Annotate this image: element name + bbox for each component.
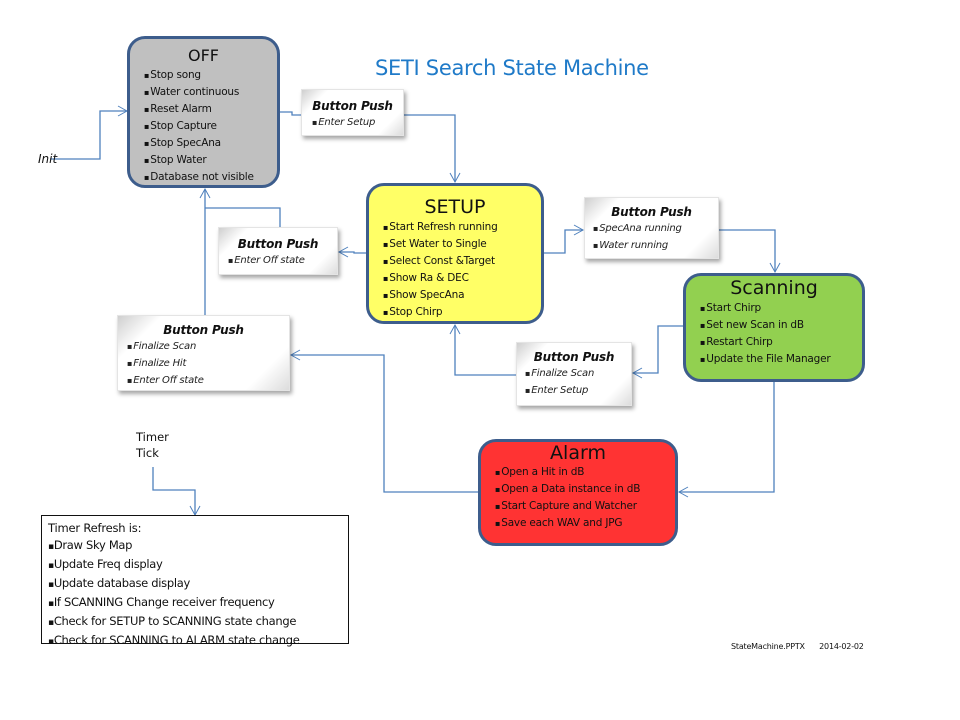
transition-item: Finalize Hit [127, 355, 289, 372]
connector-timer-tick [152, 467, 201, 517]
footer-date: 2014-02-02 [819, 642, 864, 651]
state-alarm-actions: Open a Hit in dB Open a Data instance in… [481, 464, 675, 532]
transition-item: SpecAna running [593, 220, 718, 237]
connector-alarm-to-finalize-hit [289, 349, 478, 493]
transition-items: SpecAna running Water running [585, 220, 718, 254]
transition-item: Finalize Scan [525, 365, 631, 382]
connector-enter-off-to-off [205, 207, 281, 227]
state-action: Stop Water [144, 152, 277, 169]
state-action: Start Chirp [700, 300, 862, 317]
state-action: Restart Chirp [700, 334, 862, 351]
timer-item: Update Freq display [48, 556, 348, 575]
state-action: Start Capture and Watcher [495, 498, 675, 515]
transition-scanning-to-setup[interactable]: Button Push Finalize Scan Enter Setup [516, 342, 632, 406]
state-action: Stop Chirp [383, 304, 541, 321]
transition-item: Enter Off state [127, 372, 289, 389]
connector-finalize-to-setup [449, 323, 516, 376]
state-action: Start Refresh running [383, 219, 541, 236]
state-action: Reset Alarm [144, 101, 277, 118]
transition-items: Finalize Scan Finalize Hit Enter Off sta… [118, 338, 289, 389]
state-action: Stop song [144, 67, 277, 84]
timer-item: If SCANNING Change receiver frequency [48, 594, 348, 613]
state-alarm-title: Alarm [550, 442, 606, 464]
transition-item: Enter Setup [312, 114, 403, 131]
state-scanning-title: Scanning [730, 277, 818, 299]
state-scanning[interactable]: Scanning Start Chirp Set new Scan in dB … [683, 273, 865, 382]
state-action: Open a Hit in dB [495, 464, 675, 481]
state-action: Update the File Manager [700, 351, 862, 368]
state-setup[interactable]: SETUP Start Refresh running Set Water to… [366, 183, 544, 324]
connector-specana-to-scanning [719, 229, 781, 274]
timer-items: Draw Sky Map Update Freq display Update … [48, 537, 348, 651]
state-setup-title: SETUP [424, 196, 486, 218]
transition-alarm-to-off[interactable]: Button Push Finalize Scan Finalize Hit E… [117, 315, 290, 391]
state-off-title: OFF [188, 46, 219, 65]
timer-refresh-box: Timer Refresh is: Draw Sky Map Update Fr… [41, 515, 349, 647]
transition-title: Button Push [237, 237, 319, 251]
timer-label-line2: Tick [136, 446, 159, 460]
transition-title: Button Push [611, 205, 692, 219]
state-action: Stop SpecAna [144, 135, 277, 152]
state-action: Database not visible [144, 169, 277, 186]
transition-setup-to-scanning[interactable]: Button Push SpecAna running Water runnin… [584, 197, 719, 259]
state-off-actions: Stop song Water continuous Reset Alarm S… [130, 67, 277, 186]
transition-item: Enter Setup [525, 382, 631, 399]
connector-scanning-to-alarm [677, 382, 775, 498]
timer-box-title: Timer Refresh is: [48, 521, 142, 535]
init-label: Init [38, 152, 58, 166]
transition-setup-to-off[interactable]: Button Push Enter Off state [218, 227, 338, 275]
connector-init-to-off [50, 105, 129, 160]
connector-setup-to-enter-off [337, 246, 366, 258]
state-setup-actions: Start Refresh running Set Water to Singl… [369, 219, 541, 321]
transition-item: Finalize Scan [127, 338, 289, 355]
state-alarm[interactable]: Alarm Open a Hit in dB Open a Data insta… [478, 439, 678, 546]
state-action: Save each WAV and JPG [495, 515, 675, 532]
state-action: Set new Scan in dB [700, 317, 862, 334]
timer-item: Check for SCANNING to ALARM state change [48, 632, 348, 651]
transition-title: Button Push [533, 350, 615, 364]
state-action: Water continuous [144, 84, 277, 101]
timer-tick-label: Timer Tick [136, 429, 169, 461]
transition-title: Button Push [163, 323, 244, 337]
transition-item: Water running [593, 237, 718, 254]
state-action: Set Water to Single [383, 236, 541, 253]
timer-item: Check for SETUP to SCANNING state change [48, 613, 348, 632]
timer-label-line1: Timer [136, 430, 169, 444]
state-action: Open a Data instance in dB [495, 481, 675, 498]
state-scanning-actions: Start Chirp Set new Scan in dB Restart C… [686, 300, 862, 368]
connector-off-to-enter-setup [280, 111, 301, 116]
transition-items: Enter Off state [219, 252, 337, 269]
footer-filename: StateMachine.PPTX [731, 642, 805, 651]
state-action: Stop Capture [144, 118, 277, 135]
state-action: Show SpecAna [383, 287, 541, 304]
state-action: Select Const &Target [383, 253, 541, 270]
connector-enter-setup-to-setup [404, 114, 461, 184]
connector-setup-to-specana [544, 224, 585, 254]
state-off[interactable]: OFF Stop song Water continuous Reset Ala… [127, 36, 280, 188]
footer: StateMachine.PPTX 2014-02-02 [731, 642, 876, 651]
timer-item: Update database display [48, 575, 348, 594]
state-action: Show Ra & DEC [383, 270, 541, 287]
transition-item: Enter Off state [228, 252, 337, 269]
transition-items: Enter Setup [302, 114, 403, 131]
transition-title: Button Push [312, 99, 393, 113]
connector-scanning-to-finalize [631, 325, 683, 379]
transition-items: Finalize Scan Enter Setup [517, 365, 631, 399]
timer-item: Draw Sky Map [48, 537, 348, 556]
transition-off-to-setup[interactable]: Button Push Enter Setup [301, 89, 404, 136]
diagram-title: SETI Search State Machine [375, 56, 649, 80]
